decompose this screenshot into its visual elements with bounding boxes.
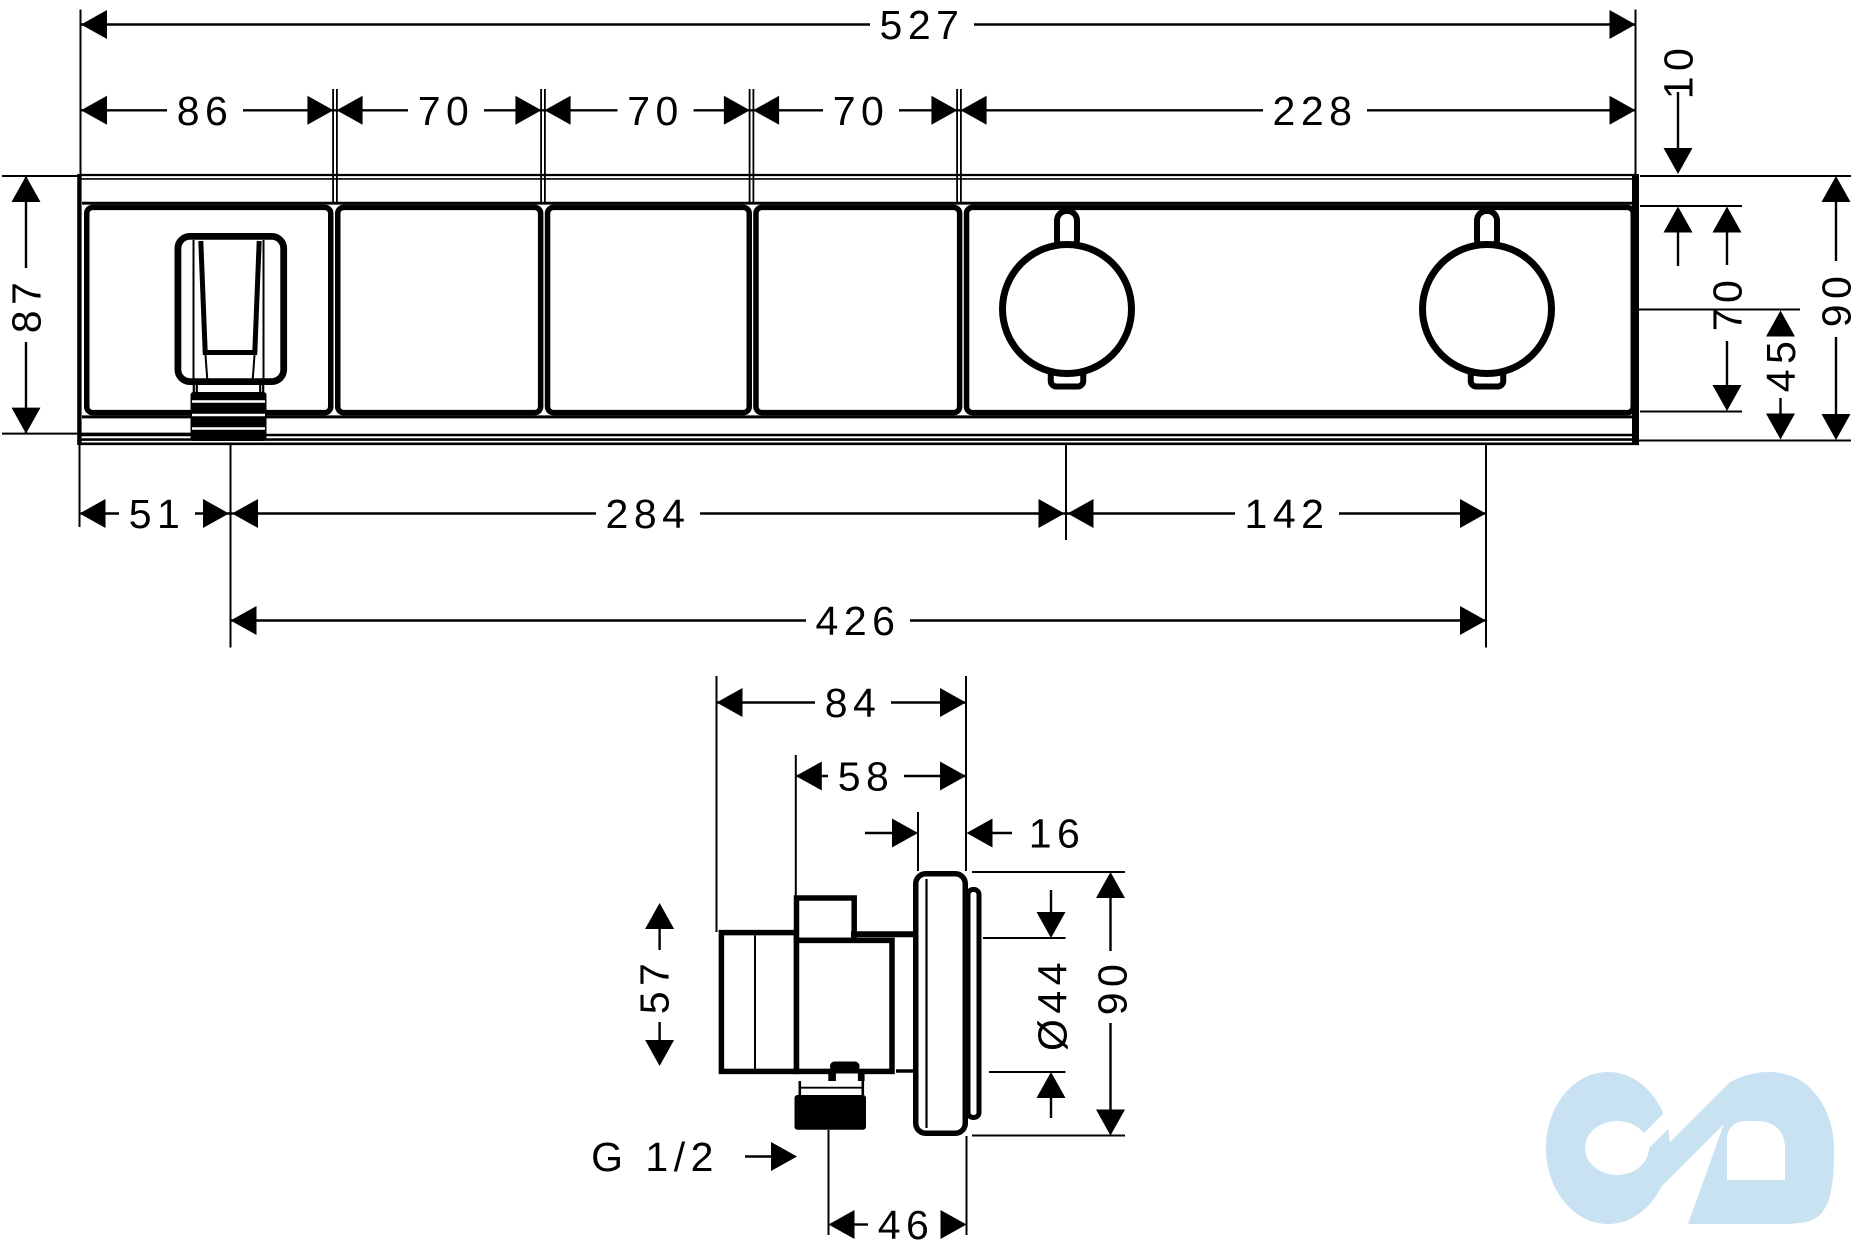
- svg-text:426: 426: [816, 598, 901, 644]
- svg-text:70: 70: [418, 88, 475, 134]
- svg-text:51: 51: [129, 491, 186, 537]
- svg-text:70: 70: [627, 88, 684, 134]
- svg-text:16: 16: [1029, 811, 1086, 857]
- svg-text:86: 86: [177, 88, 234, 134]
- svg-text:90: 90: [1090, 959, 1136, 1016]
- svg-text:45: 45: [1758, 336, 1804, 393]
- svg-text:70: 70: [1705, 275, 1751, 332]
- svg-text:G 1/2: G 1/2: [591, 1134, 719, 1180]
- svg-text:58: 58: [838, 754, 895, 800]
- svg-text:57: 57: [632, 958, 678, 1015]
- svg-text:84: 84: [825, 680, 882, 726]
- svg-text:527: 527: [880, 2, 965, 48]
- svg-text:10: 10: [1656, 43, 1702, 100]
- svg-text:142: 142: [1245, 491, 1330, 537]
- svg-text:46: 46: [878, 1202, 935, 1248]
- svg-text:Ø44: Ø44: [1030, 957, 1076, 1051]
- svg-text:70: 70: [833, 88, 890, 134]
- svg-text:228: 228: [1273, 88, 1358, 134]
- svg-text:87: 87: [4, 277, 50, 334]
- svg-text:284: 284: [606, 491, 691, 537]
- svg-text:90: 90: [1814, 271, 1860, 328]
